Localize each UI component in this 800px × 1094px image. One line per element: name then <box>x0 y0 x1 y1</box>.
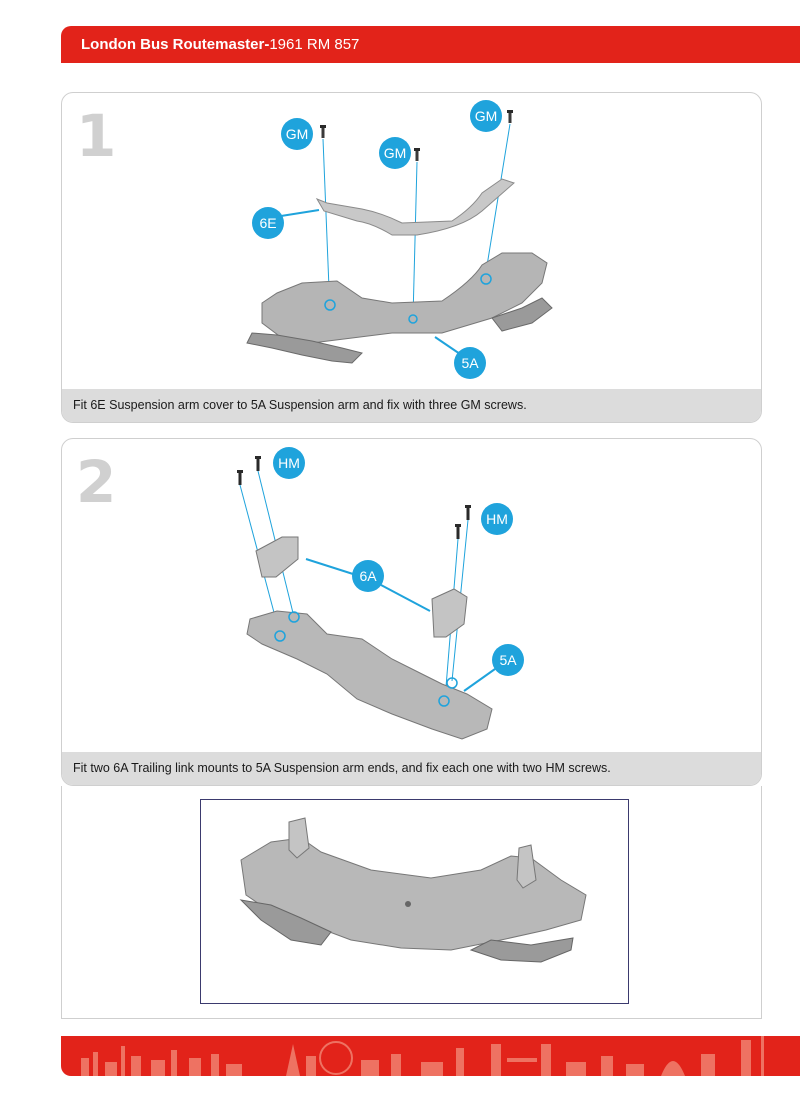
gm-screw <box>320 125 326 138</box>
step-1-illustration: GM GM GM 6E 5A <box>246 100 553 379</box>
title-bold: London Bus Routemaster- <box>81 36 270 53</box>
result-panel <box>61 786 762 1019</box>
london-skyline-icon <box>81 1036 764 1076</box>
assembled-suspension-arm <box>239 817 587 963</box>
step-1-caption: Fit 6E Suspension arm cover to 5A Suspen… <box>73 398 527 412</box>
caption-bar: Fit two 6A Trailing link mounts to 5A Su… <box>62 752 761 785</box>
hm-screws <box>237 456 471 539</box>
suspension-arm-cover <box>315 178 515 236</box>
gm-callout: GM <box>281 118 313 150</box>
svg-text:6E: 6E <box>259 215 276 231</box>
hm-callout: HM <box>273 447 305 479</box>
svg-text:GM: GM <box>475 108 498 124</box>
gm-callout: GM <box>470 100 502 132</box>
svg-text:5A: 5A <box>499 652 517 668</box>
step-number: 2 <box>76 448 117 516</box>
step-2-caption: Fit two 6A Trailing link mounts to 5A Su… <box>73 761 611 775</box>
header-band: London Bus Routemaster-1961 RM 857 <box>61 26 800 63</box>
svg-text:HM: HM <box>486 511 508 527</box>
svg-text:GM: GM <box>384 145 407 161</box>
suspension-arm <box>261 252 548 344</box>
svg-text:GM: GM <box>286 126 309 142</box>
svg-text:5A: 5A <box>461 355 479 371</box>
svg-text:6A: 6A <box>359 568 377 584</box>
title-regular: 1961 RM 857 <box>269 36 360 53</box>
trailing-link-mount <box>255 536 299 578</box>
step-number: 1 <box>76 102 117 170</box>
part-6a-callout: 6A <box>352 560 384 592</box>
result-image-frame <box>200 799 629 1004</box>
suspension-arm <box>246 610 493 740</box>
page-title: London Bus Routemaster-1961 RM 857 <box>81 26 359 63</box>
gm-screw <box>414 148 420 161</box>
part-6e-callout: 6E <box>252 207 284 239</box>
gm-callout: GM <box>379 137 411 169</box>
caption-bar: Fit 6E Suspension arm cover to 5A Suspen… <box>62 389 761 422</box>
gm-screw <box>507 110 513 123</box>
footer-skyline-band <box>61 1036 800 1076</box>
hm-callout: HM <box>481 503 513 535</box>
svg-text:HM: HM <box>278 455 300 471</box>
step-1-panel: 1 GM <box>61 92 762 423</box>
step-2-illustration: HM HM 6A 5A <box>237 447 524 740</box>
part-5a-callout: 5A <box>454 347 486 379</box>
trailing-link-mount <box>431 588 468 638</box>
step-2-panel: 2 HM HM <box>61 438 762 786</box>
part-5a-callout: 5A <box>492 644 524 676</box>
